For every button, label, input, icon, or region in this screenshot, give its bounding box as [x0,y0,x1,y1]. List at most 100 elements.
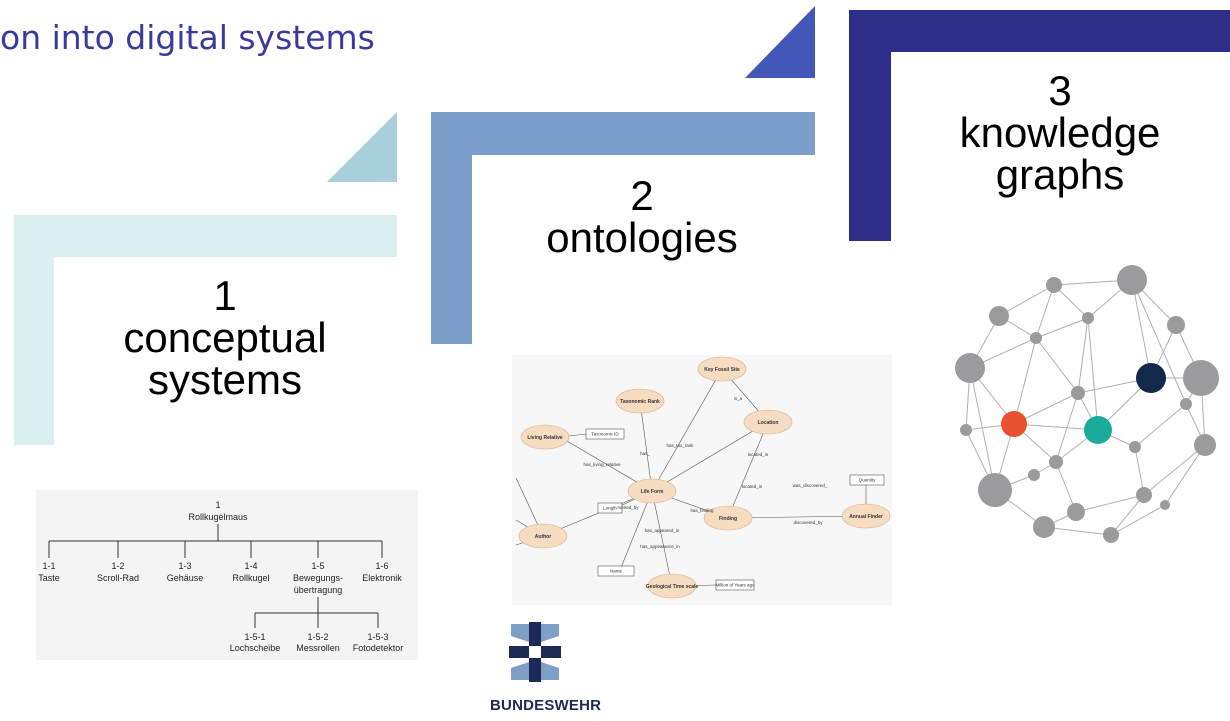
step-3-line2: graphs [995,151,1125,198]
tree-child-label: Gehäuse [167,573,204,583]
ontology-edge-label: has_tax_rank [666,443,694,448]
step-2-number: 2 [630,172,654,219]
ontology-box [597,565,635,577]
tree-child-label: Bewegungs- [293,573,343,583]
slide-title: on into digital systems [0,18,375,57]
step-3-bracket [849,10,1230,241]
graph-edge [1110,504,1166,536]
ontology-box [597,502,623,514]
ontology-box-label: Taxonomic ID [591,432,619,437]
ontology-box [849,474,885,486]
ontology-node-label: Finding [719,516,737,522]
graph-node [1194,434,1216,456]
tree-grandchild-label: Fotodetektor [353,643,404,653]
concept-tree: 1 Rollkugelmaus 1-1Taste1-2Scroll-Rad1-3… [36,490,418,660]
graph-edge [1043,526,1112,536]
ontology-box-label: Million of Years ago [715,583,755,588]
graph-edge [1055,392,1079,463]
graph-node [1082,312,1094,324]
step-1-arrow [327,112,397,182]
ontology-edge-label: named_by [617,505,639,510]
graph-node [1160,500,1170,510]
tree-child-number: 1-3 [178,561,191,571]
knowledge-graph [955,265,1219,543]
ontology-edge-label: located_in [748,452,769,457]
graph-edge [969,367,996,491]
ontology-node [627,478,677,504]
ontology-edge-label: has_finding [690,508,714,513]
tree-child-label: Rollkugel [232,573,269,583]
ontology-node [703,505,753,531]
graph-edge [1035,317,1089,339]
graph-node [1033,516,1055,538]
ontology-node [518,523,568,549]
tree-child-number: 1-1 [42,561,55,571]
ontology-node [697,356,747,382]
graph-node [1071,386,1085,400]
graph-edge [1035,284,1055,339]
tree-root-number: 1 [215,500,220,510]
ontology-box-label: Length [603,506,617,511]
ontology-box [585,428,625,440]
ontology-background [512,355,892,605]
graph-node [1084,416,1112,444]
graph-edge [1075,494,1145,513]
step-3-arrow [745,6,815,78]
step-1-label: 1 conceptual systems [60,275,390,401]
graph-edge [1087,317,1099,431]
graph-node [1103,527,1119,543]
graph-node [1046,277,1062,293]
graph-node [1136,487,1152,503]
graph-node [1049,455,1063,469]
ontology-edge-label: was_discovered_ [793,483,828,488]
ontology-node-label: Living Relative [527,435,563,441]
ontology-edge-label: discovered_by [793,520,823,525]
graph-edge [1164,444,1206,506]
graph-edge [1131,279,1152,379]
tree-grandchild-label: Messrollen [296,643,340,653]
graph-edge [1077,317,1089,394]
graph-edge [1131,279,1187,405]
ontology-node-label: Geological Time scale [646,584,699,590]
graph-node [1030,332,1042,344]
ontology-node [743,409,793,435]
graph-node [978,473,1012,507]
tree-background [36,490,418,660]
step-2-line1: ontologies [546,214,738,261]
ontology-edge-label: has_ [640,451,650,456]
ontology-node [647,573,697,599]
ontology-node-label: Location [758,420,779,426]
graph-edge [1143,444,1206,496]
ontology-box [715,579,755,591]
ontology-edge-label: has_appearance_in [640,544,680,549]
ontology-node [841,503,891,529]
step-1-number: 1 [213,272,237,319]
graph-node [1001,411,1027,437]
step-1-bracket [14,215,397,445]
ontology-edge-label: has_appeared_in [645,528,680,533]
ontology-node-label: Taxonomic Rank [620,399,660,405]
step-3-line1: knowledge [959,109,1161,156]
tree-child-label: Elektronik [362,573,402,583]
graph-node [1180,398,1192,410]
graph-node [1117,265,1147,295]
graph-node [1183,360,1219,396]
tree-child-number: 1-4 [244,561,257,571]
step-1-line2: systems [147,356,302,403]
ontology-node-label: Life Form [641,489,664,495]
ontology-edge-label: is_a [734,396,743,401]
graph-node [1129,441,1141,453]
ontology-node-label: Annual Finder [849,514,883,520]
graph-edge [998,284,1055,317]
graph-node [1167,316,1185,334]
graph-edge [1035,337,1079,394]
tree-child-label: Taste [38,573,60,583]
ontology-edge-label: has_living_relative [583,462,621,467]
graph-node [989,306,1009,326]
graph-edge [1134,403,1187,448]
graph-node [1136,363,1166,393]
tree-grandchild-number: 1-5-2 [307,632,328,642]
bundeswehr-cross-icon [509,622,561,682]
